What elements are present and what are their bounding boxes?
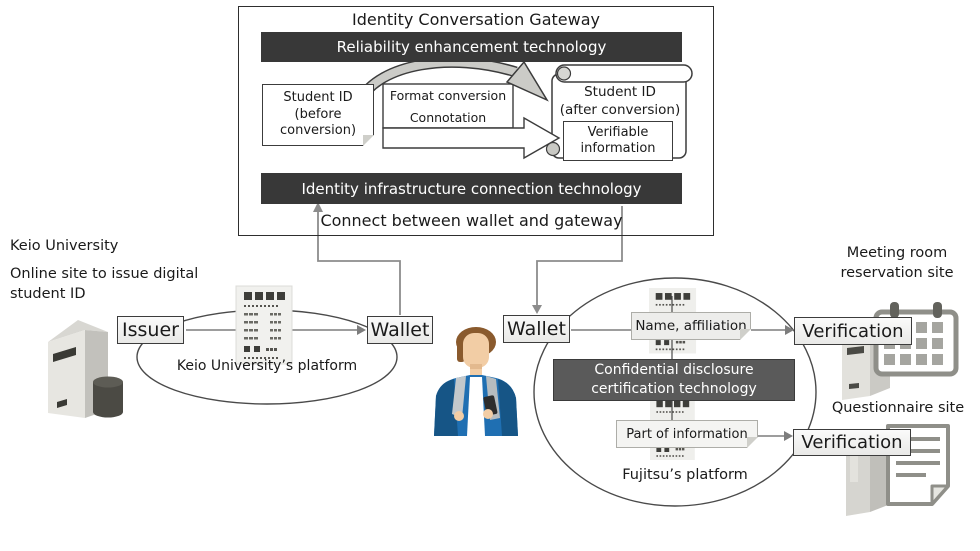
- student-id-card-icon: [235, 285, 293, 365]
- name-affiliation-note: Name, affiliation: [631, 312, 751, 340]
- keio-subtitle: Online site to issue digital student ID: [10, 266, 199, 302]
- connotation-block-arrow: [382, 116, 561, 160]
- fujitsu-platform-label: Fujitsu’s platform: [622, 467, 748, 483]
- issuer-box: Issuer: [117, 316, 184, 344]
- meeting-site-label: Meeting room reservation site: [840, 244, 954, 281]
- partinfo-to-verification-arrow: [757, 431, 793, 441]
- verification-questionnaire-box: Verification: [793, 429, 911, 456]
- gateway-title: Identity Conversation Gateway: [352, 9, 600, 29]
- infrastructure-bar: Identity infrastructure connection techn…: [261, 173, 682, 204]
- connect-note: Connect between wallet and gateway: [320, 210, 623, 230]
- format-conversion-label: Format conversion: [389, 87, 507, 103]
- confidential-disclosure-bar: Confidential disclosure certification te…: [553, 359, 795, 401]
- gateway-box: [238, 6, 714, 236]
- part-of-information-note: Part of information: [616, 420, 758, 448]
- connotation-label: Connotation: [409, 109, 487, 125]
- server-database-icon: [48, 320, 123, 418]
- student-id-after-label: Student ID (after conversion): [559, 84, 681, 118]
- verifiable-information-box: Verifiable information: [563, 121, 673, 161]
- wallet-right-box: Wallet: [503, 315, 570, 343]
- questionnaire-site-label: Questionnaire site: [831, 400, 965, 416]
- keio-title: Keio University: [10, 238, 119, 254]
- student-id-before-note: Student ID (before conversion): [262, 84, 374, 146]
- reliability-bar: Reliability enhancement technology: [261, 32, 682, 62]
- student-person-icon: [434, 327, 518, 436]
- verification-meeting-box: Verification: [794, 317, 912, 345]
- gateway-to-wallet-arrow: [532, 206, 623, 314]
- fujitsu-platform-ellipse: [533, 277, 817, 507]
- wallet-left-box: Wallet: [367, 316, 433, 344]
- keio-platform-label: Keio University’s platform: [176, 358, 358, 374]
- wallet-to-gateway-arrow: [313, 202, 401, 315]
